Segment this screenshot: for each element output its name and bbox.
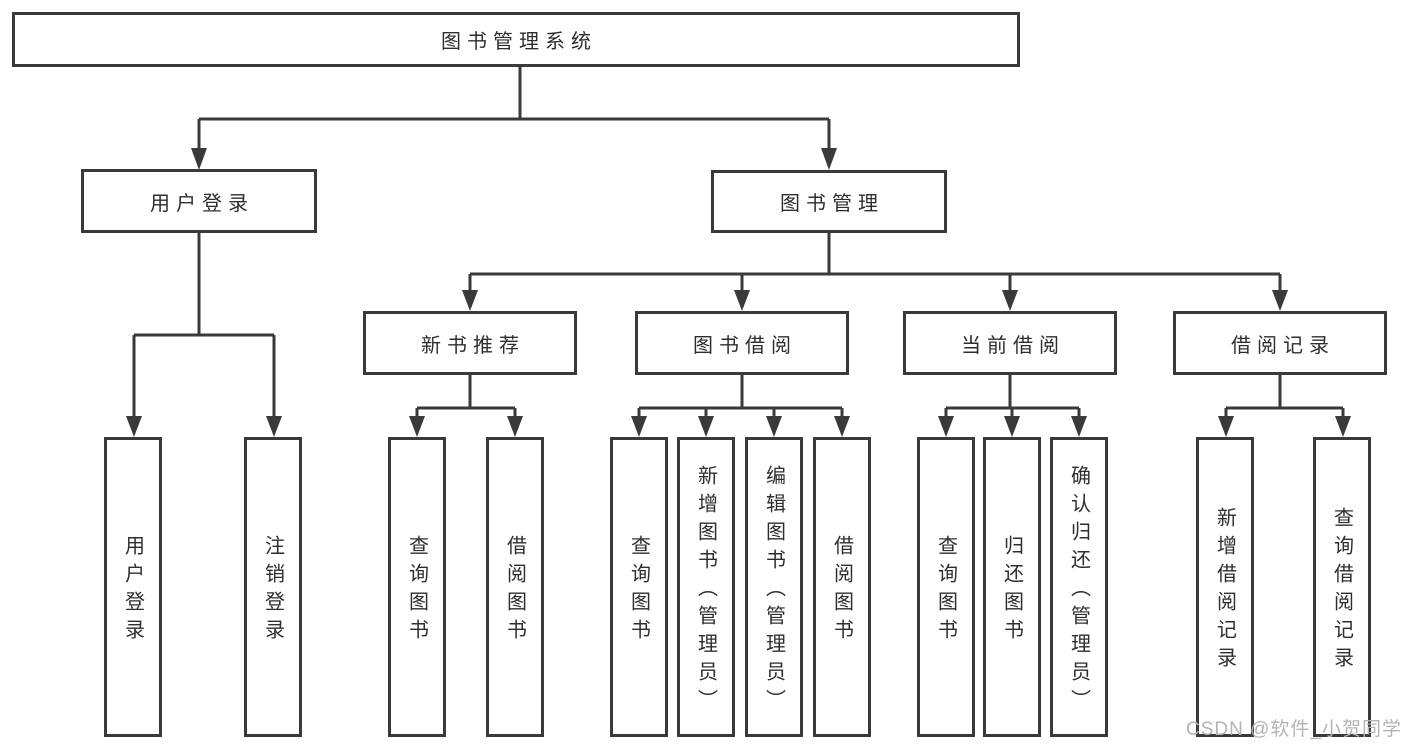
leaf-current-query-book: 查询图书 <box>917 437 975 737</box>
csdn-watermark: CSDN @软件_小贺同学 <box>1186 719 1402 740</box>
leaf-borrow-edit-book-admin: 编辑图书（管理员） <box>745 437 803 737</box>
leaf-newbooks-query-book: 查询图书 <box>388 437 446 737</box>
leaf-newbooks-borrow-book: 借阅图书 <box>486 437 544 737</box>
node-book-borrow: 图书借阅 <box>635 311 849 375</box>
node-borrow-records: 借阅记录 <box>1173 311 1387 375</box>
leaf-current-confirm-return-admin: 确认归还（管理员） <box>1050 437 1108 737</box>
leaf-current-return-book: 归还图书 <box>983 437 1041 737</box>
leaf-borrow-borrow-book: 借阅图书 <box>813 437 871 737</box>
leaf-borrow-query-book: 查询图书 <box>610 437 668 737</box>
leaf-logout: 注销登录 <box>244 437 302 737</box>
leaf-records-add-record: 新增借阅记录 <box>1196 437 1254 737</box>
node-current-borrow: 当前借阅 <box>903 311 1117 375</box>
leaf-records-query-record: 查询借阅记录 <box>1313 437 1371 737</box>
node-root-system: 图书管理系统 <box>12 12 1020 67</box>
node-book-management: 图书管理 <box>711 170 947 233</box>
leaf-user-login: 用户登录 <box>104 437 162 737</box>
leaf-borrow-add-book-admin: 新增图书（管理员） <box>677 437 735 737</box>
node-new-book-recommend: 新书推荐 <box>363 311 577 375</box>
node-user-login: 用户登录 <box>81 169 317 233</box>
